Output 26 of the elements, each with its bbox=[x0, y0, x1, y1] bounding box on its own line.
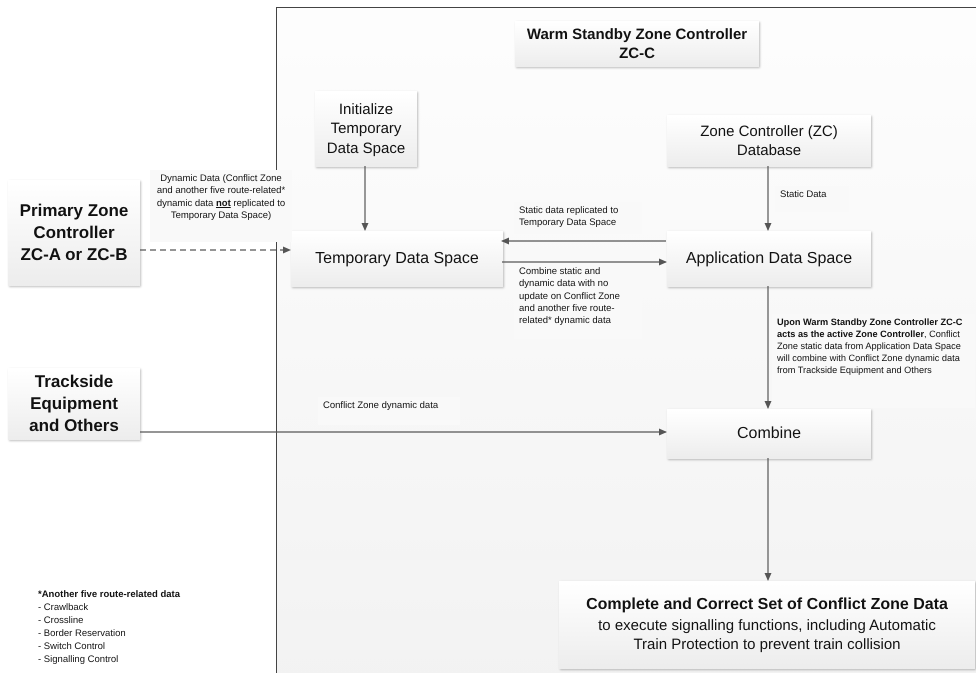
footnote-item: - Signalling Control bbox=[38, 653, 118, 666]
footnote-item: - Crossline bbox=[38, 614, 84, 628]
arrow bbox=[764, 166, 772, 231]
process-box: Warm Standby Zone Controller ZC-C bbox=[515, 21, 759, 67]
edge-label: Dynamic Data (Conflict Zone and another five route-related* dynamic data not replicated to Temporary Data Space) bbox=[150, 170, 292, 242]
arrow bbox=[362, 166, 368, 231]
footnote-item: - Crawlback bbox=[38, 601, 88, 614]
footnote-heading: *Another five route-related data bbox=[38, 588, 180, 602]
arrow bbox=[140, 428, 667, 436]
process-box: Temporary Data Space bbox=[291, 231, 503, 287]
arrow bbox=[764, 286, 772, 409]
process-box bbox=[559, 581, 975, 669]
arrow bbox=[764, 458, 772, 581]
process-box: Primary Zone Controller ZC-A or ZC-B bbox=[8, 180, 140, 286]
footnote-item: - Border Reservation bbox=[38, 627, 126, 640]
process-box: Combine bbox=[667, 409, 871, 459]
process-box: Initialize Temporary Data Space bbox=[315, 91, 417, 167]
box-heading: Complete and Correct Set of Conflict Zone Data bbox=[586, 595, 948, 616]
arrow bbox=[501, 238, 666, 244]
dashed-arrow bbox=[140, 246, 291, 254]
footnote-item: - Switch Control bbox=[38, 640, 106, 654]
arrow bbox=[502, 258, 667, 266]
process-box: Zone Controller (ZC) Database bbox=[667, 115, 871, 167]
process-box: Application Data Space bbox=[667, 231, 871, 287]
box-text: to execute signalling functions, including Automatic Train Protection to prevent train collision bbox=[597, 616, 937, 655]
process-box: Trackside Equipment and Others bbox=[8, 368, 140, 440]
